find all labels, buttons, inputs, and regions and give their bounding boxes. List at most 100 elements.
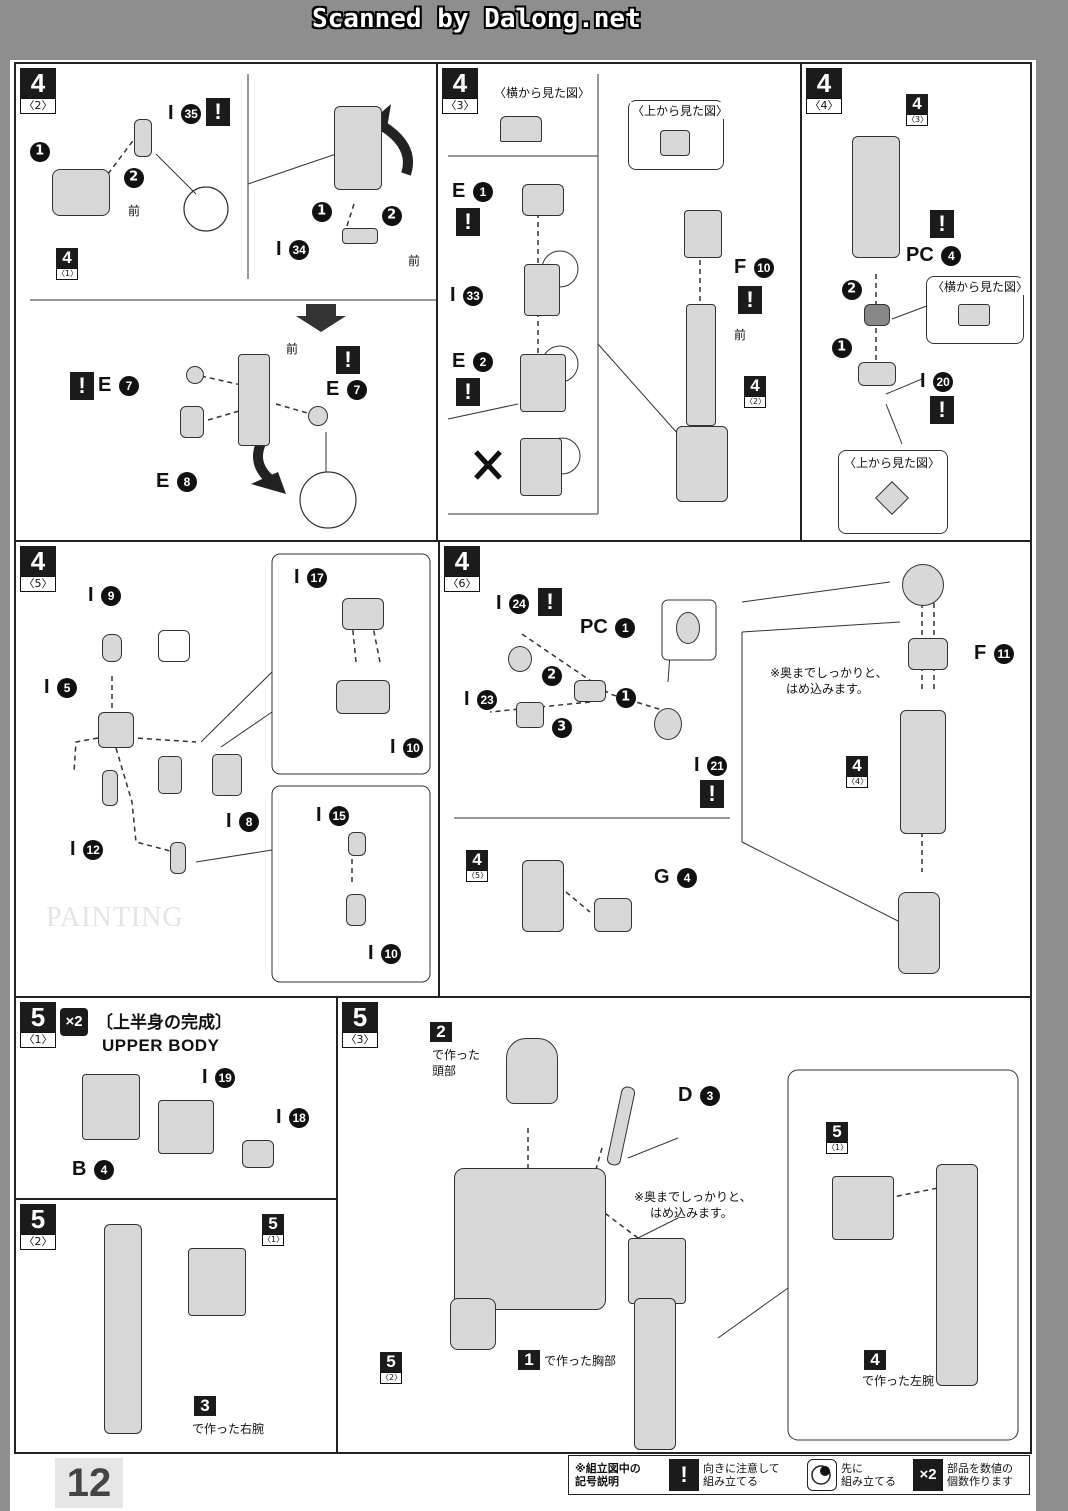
front-label: 前: [128, 204, 141, 218]
label-i9: I 9: [88, 584, 122, 607]
label-i12: I 12: [70, 838, 104, 861]
label-e8: E 8: [156, 470, 197, 493]
warning-icon: !: [206, 98, 230, 126]
panel-step-5-2: 5 〈2〉 5 〈1〉 3 で作った右腕: [14, 1198, 338, 1454]
side-view-label: 〈横から見た図〉: [492, 84, 593, 101]
part-f10: [684, 210, 722, 258]
label-d3: D 3: [678, 1084, 721, 1107]
finger-part: [158, 756, 182, 794]
part-i23: [516, 702, 544, 728]
label-i15: I 15: [316, 804, 350, 827]
section-title-jp: 〔上半身の完成〕: [96, 1013, 232, 1033]
scan-header: Scanned by Dalong.net: [0, 0, 1068, 48]
ref-badge-4-1: 4 〈1〉: [56, 248, 79, 280]
warning-icon: !: [930, 210, 954, 238]
warning-icon: !: [336, 346, 360, 374]
panel-step-4-6: 4 〈6〉 I 24 ! PC 1 2 1: [438, 540, 1032, 998]
label-e1: E 1: [452, 180, 493, 203]
warning-icon: !: [456, 208, 480, 236]
ref-badge-5-1: 5 〈1〉: [826, 1122, 849, 1154]
ref-badge-5-2: 5 〈2〉: [380, 1352, 403, 1384]
warning-icon: !: [738, 286, 762, 314]
part-i34: [342, 228, 378, 244]
warning-icon: !: [700, 780, 724, 808]
front-label: 前: [408, 254, 421, 268]
step-badge: 4 〈6〉: [444, 546, 480, 592]
part-pc1: [574, 680, 606, 702]
step-badge: 5 〈1〉: [20, 1002, 56, 1048]
ref-badge-4-2: 4 〈2〉: [744, 376, 767, 408]
hand-palm: [98, 712, 134, 748]
label-i23: I 23: [464, 688, 498, 711]
times-two-icon: ×2: [913, 1459, 943, 1491]
part-i8: [212, 754, 242, 796]
label-pc1: PC 1: [580, 616, 636, 639]
part-e1: [522, 184, 564, 216]
right-arm: [104, 1224, 142, 1434]
arm-frame: [238, 354, 270, 446]
part-pc4: [864, 304, 890, 326]
symbol-legend: ※組立図中の 記号説明 ! 向きに注意して 組み立てる 先に 組み立てる ×2 …: [568, 1455, 1030, 1495]
label-i19: I 19: [202, 1066, 236, 1089]
part-i24: [508, 646, 532, 672]
label-i8: I 8: [226, 810, 260, 833]
left-arm-caption: で作った左腕: [862, 1374, 935, 1388]
part-i18: [242, 1140, 274, 1168]
label-g4: G 4: [654, 866, 698, 889]
ref-badge-4-4: 4 〈4〉: [846, 756, 869, 788]
shoulder-assembly: [52, 169, 110, 216]
forearm-shell: [676, 426, 728, 502]
legend-heading: ※組立図中の 記号説明: [575, 1462, 641, 1488]
front-label: 前: [286, 342, 299, 356]
shoulder-block: [832, 1176, 894, 1240]
panel-step-5-3: 5 〈3〉 2 で作った 頭部 D 3 ※奥までしっかりと、 はめ込みます。: [336, 996, 1032, 1454]
part-i19: [158, 1100, 214, 1154]
panel-step-5-1: 5 〈1〉 ×2 〔上半身の完成〕 UPPER BODY I 19 I 18 B…: [14, 996, 338, 1200]
step-number: 4: [20, 68, 56, 98]
fit-note-line-2: はめ込みます。: [650, 1206, 733, 1220]
part-i21: [654, 708, 682, 740]
page-number: 12: [55, 1458, 123, 1508]
panel-step-4-2: 4 〈2〉 I: [14, 62, 438, 542]
step-badge: 4 〈3〉: [442, 68, 478, 114]
chest-body: [454, 1168, 606, 1310]
section-title-en: UPPER BODY: [102, 1036, 220, 1055]
part-e8: [180, 406, 204, 438]
step-sub: 〈2〉: [20, 98, 56, 114]
warning-icon: !: [669, 1459, 699, 1491]
instruction-sheet: 4 〈2〉 I: [10, 60, 1036, 1511]
finger-bases: [336, 680, 390, 714]
label-i20: I 20: [920, 370, 954, 393]
part-i12: [102, 770, 118, 806]
thumb-part: [170, 842, 186, 874]
part-i20: [858, 362, 896, 386]
panel-step-4-3: 4 〈3〉 〈横から見た図〉 〈上から見た図〉 E: [436, 62, 802, 542]
ref-badge-2: 2: [430, 1022, 452, 1042]
label-e7-left: E 7: [98, 374, 139, 397]
label-f10: F 10: [734, 256, 774, 279]
ref-badge-1: 1: [518, 1350, 540, 1370]
ref-badge-4: 4: [864, 1350, 886, 1370]
label-f11: F 11: [974, 642, 1014, 665]
top-view-label: 〈上から見た図〉: [630, 102, 731, 119]
label-i17: I 17: [294, 566, 328, 589]
right-arm-caption: で作った右腕: [192, 1422, 265, 1436]
head-caption-1: で作った: [432, 1048, 481, 1062]
part-i9: [102, 634, 122, 662]
part-i33: [524, 264, 560, 316]
label-b4: B 4: [72, 1158, 115, 1181]
part-i15: [348, 832, 366, 856]
legend-multiply: ×2 部品を数値の 個数作ります: [913, 1458, 1013, 1492]
front-label: 前: [734, 328, 747, 342]
legend-orientation: ! 向きに注意して 組み立てる: [669, 1458, 780, 1492]
part-i10: [346, 894, 366, 926]
assembly-lines: [454, 581, 935, 923]
part-e7-right: [308, 406, 328, 426]
watermark-text: PAINTING: [46, 902, 184, 933]
side-view-label: 〈横から見た図〉: [930, 278, 1030, 295]
side-view-part: [500, 116, 542, 142]
fit-note-line-1: ※奥までしっかりと、: [634, 1190, 752, 1204]
right-arm-attached: [634, 1298, 676, 1450]
wrong-orientation-part: [520, 438, 562, 496]
ref-badge-5-1: 5 〈1〉: [262, 1214, 285, 1246]
